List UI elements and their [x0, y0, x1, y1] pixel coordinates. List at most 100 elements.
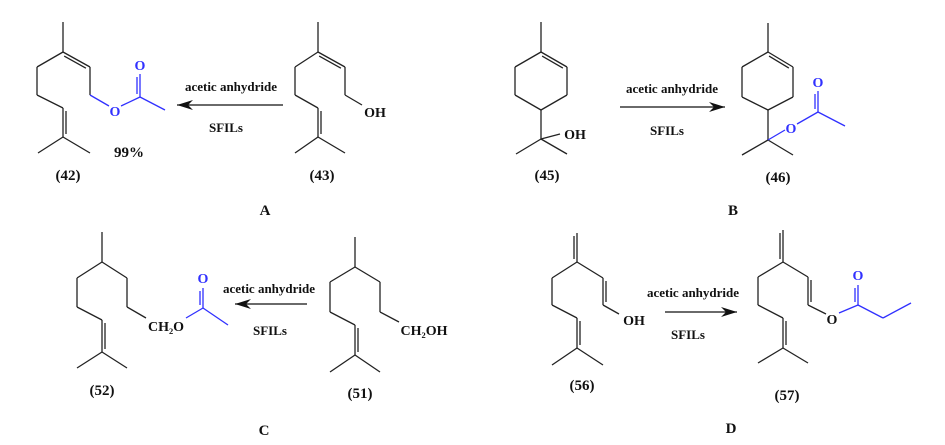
bond	[817, 111, 846, 127]
reactant-number: (45)	[535, 168, 560, 184]
hydroxyl-label: OH	[364, 106, 386, 121]
bond	[101, 351, 128, 369]
bond	[540, 133, 561, 140]
bond	[857, 304, 884, 319]
ester-oxygen: O	[110, 105, 121, 120]
panel-letter: A	[260, 203, 271, 219]
bond	[101, 261, 128, 279]
bond	[767, 96, 794, 111]
hydroxyl-label: OH	[564, 128, 586, 143]
bond	[782, 261, 809, 278]
bond	[329, 354, 356, 373]
bond	[602, 304, 620, 315]
carbonyl-oxygen: O	[198, 272, 209, 287]
panel-b: acetic anhydride SFILs (45) (46) B OH O …	[535, 76, 824, 219]
ester-oxygen: O	[827, 313, 838, 328]
double-bond	[767, 51, 794, 68]
catalyst-label: SFILs	[253, 323, 287, 338]
arrow-head	[709, 102, 725, 112]
double-bond	[62, 51, 91, 68]
carbonyl-oxygen: O	[135, 59, 146, 74]
bond	[139, 96, 166, 111]
yield-label: 99%	[114, 145, 144, 161]
bond	[796, 111, 819, 125]
panel-a: acetic anhydride SFILs 99% (42) (43) A O…	[56, 59, 386, 219]
panel-d: acetic anhydride SFILs (56) (57) D OH O …	[570, 269, 864, 437]
bond	[379, 311, 400, 323]
bond	[757, 347, 784, 364]
product-number: (57)	[775, 388, 800, 404]
reactant-number: (51)	[348, 386, 373, 402]
product-number: (42)	[56, 168, 81, 184]
bond	[294, 136, 319, 154]
bond	[36, 51, 64, 68]
ester-oxygen: CH₂O	[148, 320, 184, 335]
catalyst-label: SFILs	[671, 327, 705, 342]
bonds	[36, 22, 912, 373]
bond	[807, 304, 827, 315]
carbonyl-oxygen: O	[813, 76, 824, 91]
bond	[514, 51, 542, 68]
bond	[36, 94, 64, 109]
bond	[76, 306, 103, 321]
bond	[551, 261, 578, 279]
bond	[76, 351, 103, 369]
double-bond	[541, 55, 564, 69]
bond	[294, 94, 319, 109]
panel-letter: D	[726, 421, 737, 437]
double-bond	[317, 51, 346, 68]
bond	[576, 347, 604, 366]
bond	[354, 354, 381, 373]
arrow-head	[177, 100, 193, 110]
bond	[329, 311, 356, 326]
reagent-label: acetic anhydride	[223, 281, 315, 296]
bond	[767, 129, 786, 141]
bond	[576, 261, 604, 279]
bond	[838, 304, 859, 314]
arrow-head	[721, 307, 737, 317]
double-bond	[768, 55, 790, 69]
bond	[37, 136, 64, 154]
bond	[89, 94, 110, 107]
bond	[62, 136, 91, 154]
bond	[741, 96, 769, 111]
product-number: (52)	[90, 383, 115, 399]
double-bond	[318, 55, 342, 69]
bond	[757, 304, 784, 319]
product-number: (46)	[766, 170, 791, 186]
bond	[882, 302, 912, 319]
double-bond	[63, 55, 87, 69]
bond	[741, 51, 769, 68]
reactant-number: (56)	[570, 378, 595, 394]
reagent-label: acetic anhydride	[647, 285, 739, 300]
bond	[551, 347, 578, 366]
reactant-number: (43)	[310, 168, 335, 184]
bond	[757, 261, 784, 278]
bond	[294, 51, 319, 68]
carbonyl-oxygen: O	[853, 269, 864, 284]
reaction-arrows	[177, 100, 737, 317]
panel-letter: C	[259, 423, 270, 439]
panel-letter: B	[728, 203, 738, 219]
bond	[540, 138, 568, 155]
bond	[782, 347, 809, 364]
hydroxymethyl-label: CH₂OH	[401, 324, 448, 339]
arrow-head	[235, 299, 251, 309]
bond	[329, 266, 356, 283]
bond	[741, 139, 769, 156]
double-bond	[540, 51, 568, 68]
panel-c: acetic anhydride SFILs (52) (51) C CH₂OH…	[90, 272, 448, 439]
bond	[185, 307, 204, 319]
bond	[120, 96, 141, 107]
bond	[515, 138, 542, 155]
catalyst-label: SFILs	[209, 120, 243, 135]
bond	[76, 261, 103, 279]
catalyst-label: SFILs	[650, 123, 684, 138]
bond	[202, 307, 229, 326]
bond	[767, 139, 794, 156]
bond	[354, 266, 381, 283]
reagent-label: acetic anhydride	[185, 79, 277, 94]
bond	[551, 304, 578, 319]
bond	[514, 94, 542, 111]
